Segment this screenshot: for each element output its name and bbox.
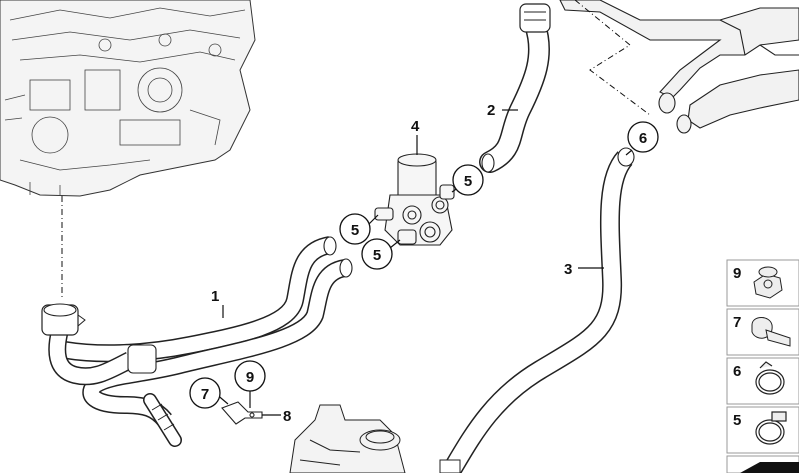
legend-number: 9 <box>733 265 741 282</box>
callout-valve-4: 4 <box>411 118 420 135</box>
callout-hose-3: 3 <box>564 261 572 278</box>
engine-block <box>0 0 256 300</box>
hex-nut-icon <box>753 266 783 299</box>
legend-number: 5 <box>733 412 741 429</box>
callout-hose-2: 2 <box>487 102 495 119</box>
callout-circle <box>627 121 659 153</box>
callout-clamp-c: 5 <box>373 247 381 264</box>
hose-clamp-icon <box>755 361 785 395</box>
callout-circle <box>361 238 393 270</box>
callout-bracket-nut: 9 <box>246 369 254 386</box>
hose-2 <box>479 3 551 173</box>
callout-circle <box>234 360 266 392</box>
legend-cell <box>726 406 799 454</box>
clip-clamp-icon <box>751 317 791 347</box>
leader-dashed <box>574 0 651 116</box>
expansion-tank <box>289 404 406 473</box>
callout-circle <box>189 377 221 409</box>
callout-circle <box>452 164 484 196</box>
parts-legend: 9 7 6 5 <box>726 259 799 473</box>
legend-number: 6 <box>733 363 741 380</box>
callout-bracket-clip: 7 <box>201 386 209 403</box>
callout-clamp-b: 5 <box>351 222 359 239</box>
hose-3 <box>439 147 635 473</box>
arrow-icon <box>740 462 799 473</box>
callout-hose-1: 1 <box>211 288 219 305</box>
bracket <box>221 401 263 425</box>
callout-bracket-8: 8 <box>283 408 291 425</box>
hose-1 <box>41 236 353 447</box>
screw-clamp-icon <box>755 411 787 445</box>
water-valve <box>374 153 455 246</box>
callout-clamp-a: 5 <box>464 173 472 190</box>
callout-circle <box>339 213 371 245</box>
heater-core-pipes <box>559 0 799 134</box>
callout-clamp-d: 6 <box>639 130 647 147</box>
legend-number: 7 <box>733 314 741 331</box>
